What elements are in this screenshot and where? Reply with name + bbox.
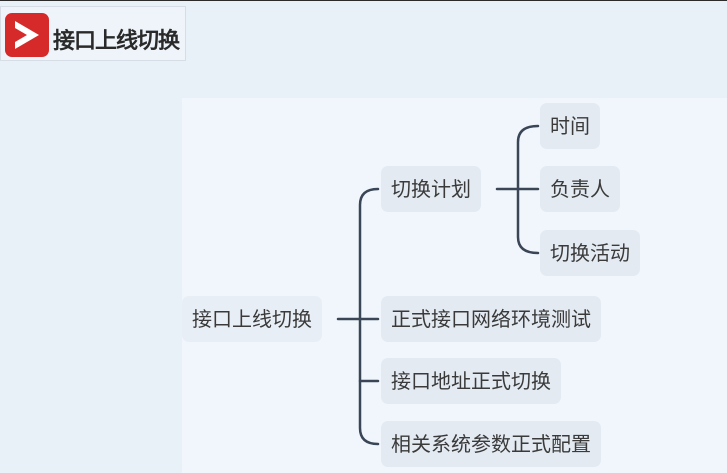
root-trunk (358, 187, 380, 446)
mindmap-canvas (182, 98, 727, 473)
window-top-border (0, 0, 727, 1)
leaf-node-owner[interactable]: 负责人 (540, 166, 620, 212)
branch-node-param-config[interactable]: 相关系统参数正式配置 (381, 421, 601, 467)
app-title: 接口上线切换 (53, 29, 180, 54)
app-badge: 接口上线切换 (0, 6, 186, 61)
mindmap-root-node[interactable]: 接口上线切换 (182, 296, 322, 342)
branch-node-network-test[interactable]: 正式接口网络环境测试 (381, 296, 601, 342)
branch-node-switch-plan[interactable]: 切换计划 (381, 166, 481, 212)
branch-node-address-switch[interactable]: 接口地址正式切换 (381, 358, 561, 404)
leaf-node-switch-activity[interactable]: 切换活动 (540, 230, 640, 276)
leaf-node-time[interactable]: 时间 (540, 103, 600, 149)
play-logo-icon (5, 13, 49, 57)
